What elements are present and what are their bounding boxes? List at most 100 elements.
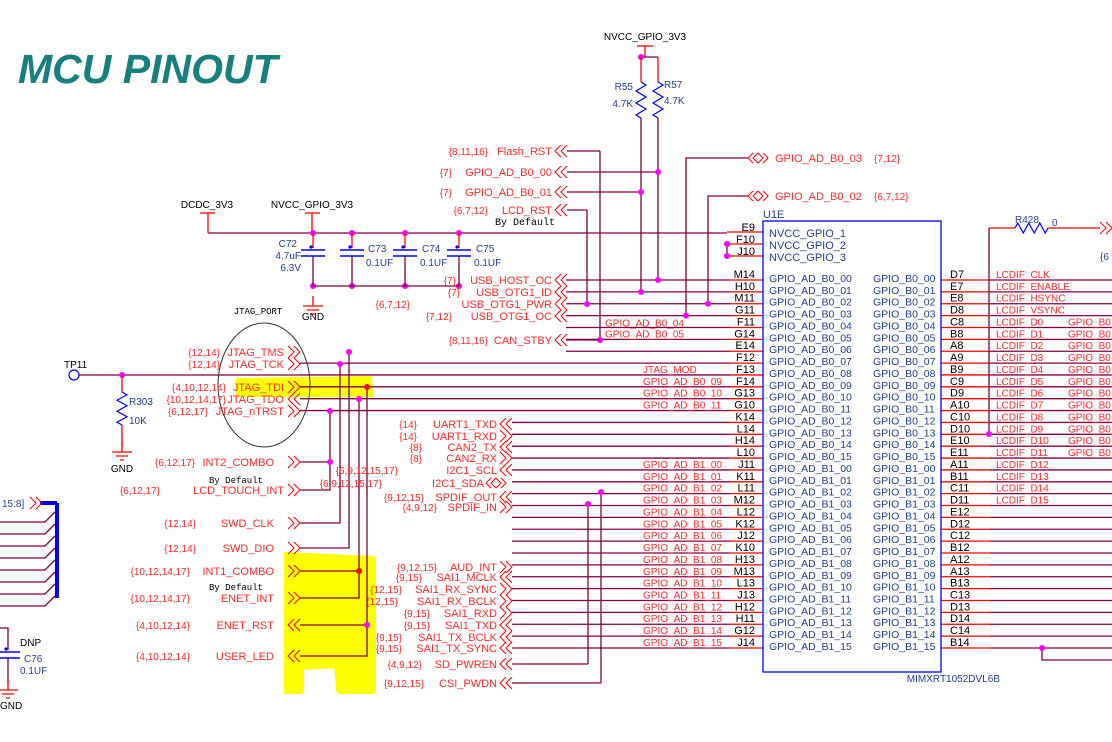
ref-list: {4,10,12,14} (136, 652, 191, 663)
port-arrow-icon (499, 560, 513, 574)
pin-number: B14 (950, 637, 970, 649)
power-label: DCDC_3V3 (181, 200, 234, 211)
gpio-b0-label: GPIO_B0_ (1068, 436, 1112, 447)
pin-number: G11 (735, 305, 755, 317)
pin-number: C14 (950, 625, 970, 637)
pin-name: GPIO_AD_B1_10 (769, 582, 852, 594)
port-arrow-icon (287, 591, 301, 605)
pin-number: K11 (736, 471, 755, 483)
wire-label: GPIO_AD_B0_10 (643, 389, 722, 400)
junction-dot (638, 189, 644, 195)
net-label: ENET_INT (221, 593, 274, 605)
jtag-port-ellipse (217, 322, 311, 448)
port-arrow-icon (554, 144, 568, 158)
bidir-port-icon (747, 152, 769, 164)
pin-name: GPIO_B1_00 (873, 463, 936, 475)
pin-name: GPIO_AD_B0_10 (769, 392, 852, 404)
pin1-dot (309, 245, 313, 249)
pin-name: GPIO_AD_B0_15 (769, 451, 852, 463)
net-label: JTAG_TDI (233, 382, 284, 394)
r55-ref: R55 (615, 82, 634, 93)
pin1-dot (348, 245, 352, 249)
by-default-note: By Default (495, 217, 555, 229)
lcdif-label: LCDIF_HSYNC (996, 294, 1065, 305)
bus-entry (0, 535, 56, 547)
net-label: SAI1_TX_BCLK (418, 632, 498, 644)
port-arrow-icon (499, 657, 513, 671)
r55-value: 4.7K (612, 99, 633, 110)
port-arrow-icon (287, 380, 301, 394)
lcdif-label: LCDIF_D8 (996, 412, 1044, 423)
pin-name: GPIO_B0_05 (873, 332, 936, 344)
tms-wire (300, 352, 350, 549)
pin-number: E9 (742, 222, 755, 234)
pin-name: GPIO_AD_B1_15 (769, 641, 852, 653)
lcdif-label: LCDIF_D3 (996, 353, 1044, 364)
pin-number: G12 (734, 625, 755, 637)
port-arrow-icon (287, 483, 301, 497)
pin-number: M12 (734, 495, 755, 507)
wire-label: GPIO_AD_B1_13 (643, 614, 722, 625)
c76-value: 0.1UF (20, 666, 47, 677)
gpio-b0-label: GPIO_B0_ (1068, 412, 1112, 423)
gpio-b0-label: GPIO_B0_ (1068, 365, 1112, 376)
ref-list: {9,12,15} (384, 493, 425, 504)
bus-entry (0, 583, 56, 595)
port-arrow-icon (554, 165, 568, 179)
pin-number: A13 (950, 566, 970, 578)
lcdif-label: LCDIF_D4 (996, 365, 1044, 376)
ref-list: {12,15} (366, 597, 398, 608)
port-arrow-icon (499, 463, 513, 477)
lcdif-label: LCDIF_D10 (996, 436, 1049, 447)
junction-dot (327, 408, 333, 414)
port-arrow-icon (499, 451, 513, 465)
net-label: JTAG_TDO (227, 394, 284, 406)
port-arrow-icon (287, 618, 301, 632)
pin-number: F14 (736, 376, 755, 388)
pin-number: A8 (950, 340, 963, 352)
net-label: GPIO_AD_B0_00 (465, 167, 552, 179)
junction-dot (584, 301, 590, 307)
capacitor-icon (301, 249, 325, 257)
yellow-highlight (236, 376, 376, 694)
pin-number: H11 (736, 613, 755, 625)
net-label: INT2_COMBO (202, 457, 274, 469)
pin-name: GPIO_B1_11 (873, 593, 935, 605)
pin-name: NVCC_GPIO_3 (769, 252, 846, 264)
junction-dot (364, 622, 370, 628)
pin-number: L11 (737, 483, 755, 495)
gpio-b0-label: GPIO_B0_ (1068, 448, 1112, 459)
junction-dot (724, 241, 730, 247)
pin-name: GPIO_AD_B1_02 (769, 487, 852, 499)
pin-number: D9 (950, 388, 964, 400)
junction-dot (356, 396, 362, 402)
pin-number: C12 (950, 530, 970, 542)
pin1-dot (4, 647, 8, 651)
port-arrow-icon (499, 606, 513, 620)
tck-wire (300, 364, 341, 524)
c72-value: 4.7uF (275, 251, 301, 262)
bus-entry (0, 547, 56, 559)
net-label: USB_OTG1_PWR (462, 299, 553, 311)
ref-list: {9,15} (396, 573, 423, 584)
gpio-b0-label: GPIO_B0_ (1068, 424, 1112, 435)
pin-number: G10 (734, 400, 755, 412)
pin-name: GPIO_B1_14 (873, 629, 936, 641)
pin-number: J12 (737, 530, 755, 542)
test-point-icon (68, 369, 80, 381)
pin-number: H12 (735, 601, 755, 613)
wire-label: GPIO_AD_B1_02 (643, 484, 722, 495)
net-label: ENET_RST (217, 620, 275, 632)
lcdif-label: LCDIF_D14 (996, 484, 1049, 495)
net-label: SWD_DIO (223, 543, 275, 555)
port-arrow-icon (554, 185, 568, 199)
c76-wire (0, 627, 9, 650)
pin-name: GPIO_B0_15 (873, 451, 936, 463)
r303-ref: R303 (129, 397, 153, 408)
net-label: AUD_INT (450, 562, 497, 574)
r55-icon (634, 81, 648, 119)
pin-number: H13 (735, 554, 755, 566)
wire-label: GPIO_AD_B0_11 (643, 401, 722, 412)
pin-number: C10 (950, 411, 970, 423)
